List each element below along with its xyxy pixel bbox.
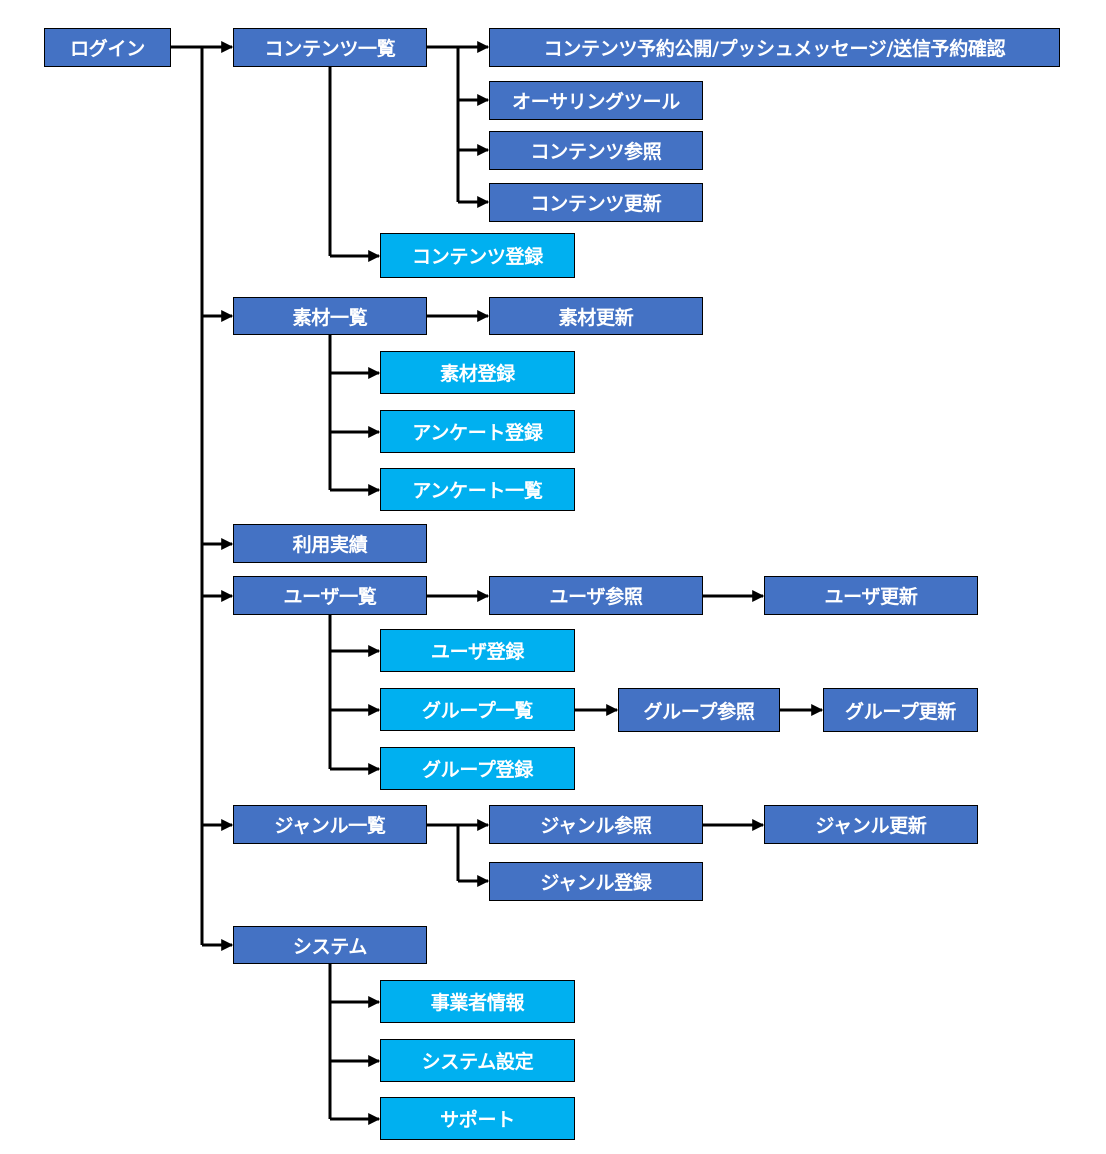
- node-user-update: ユーザ更新: [764, 576, 978, 615]
- node-usage-results: 利用実績: [233, 524, 427, 563]
- node-content-view: コンテンツ参照: [489, 131, 703, 170]
- node-material-update: 素材更新: [489, 297, 703, 335]
- node-system: システム: [233, 926, 427, 964]
- node-user-list: ユーザ一覧: [233, 576, 427, 615]
- node-group-update: グループ更新: [823, 688, 978, 732]
- node-group-view: グループ参照: [618, 688, 780, 732]
- node-content-schedule: コンテンツ予約公開/プッシュメッセージ/送信予約確認: [489, 28, 1060, 67]
- node-genre-list: ジャンル一覧: [233, 805, 427, 844]
- node-group-list: グループ一覧: [380, 688, 575, 731]
- node-support: サポート: [380, 1097, 575, 1140]
- node-business-info: 事業者情報: [380, 980, 575, 1023]
- node-login: ログイン: [44, 28, 171, 67]
- node-content-update: コンテンツ更新: [489, 183, 703, 222]
- node-survey-register: アンケート登録: [380, 410, 575, 453]
- node-survey-list: アンケート一覧: [380, 468, 575, 511]
- node-content-register: コンテンツ登録: [380, 233, 575, 278]
- node-user-view: ユーザ参照: [489, 576, 703, 615]
- node-genre-register: ジャンル登録: [489, 862, 703, 901]
- node-genre-update: ジャンル更新: [764, 805, 978, 844]
- node-system-settings: システム設定: [380, 1039, 575, 1082]
- node-user-register: ユーザ登録: [380, 629, 575, 672]
- node-material-list: 素材一覧: [233, 297, 427, 335]
- node-group-register: グループ登録: [380, 747, 575, 790]
- node-genre-view: ジャンル参照: [489, 805, 703, 844]
- node-material-register: 素材登録: [380, 351, 575, 394]
- node-authoring-tool: オーサリングツール: [489, 81, 703, 120]
- node-content-list: コンテンツ一覧: [233, 28, 427, 67]
